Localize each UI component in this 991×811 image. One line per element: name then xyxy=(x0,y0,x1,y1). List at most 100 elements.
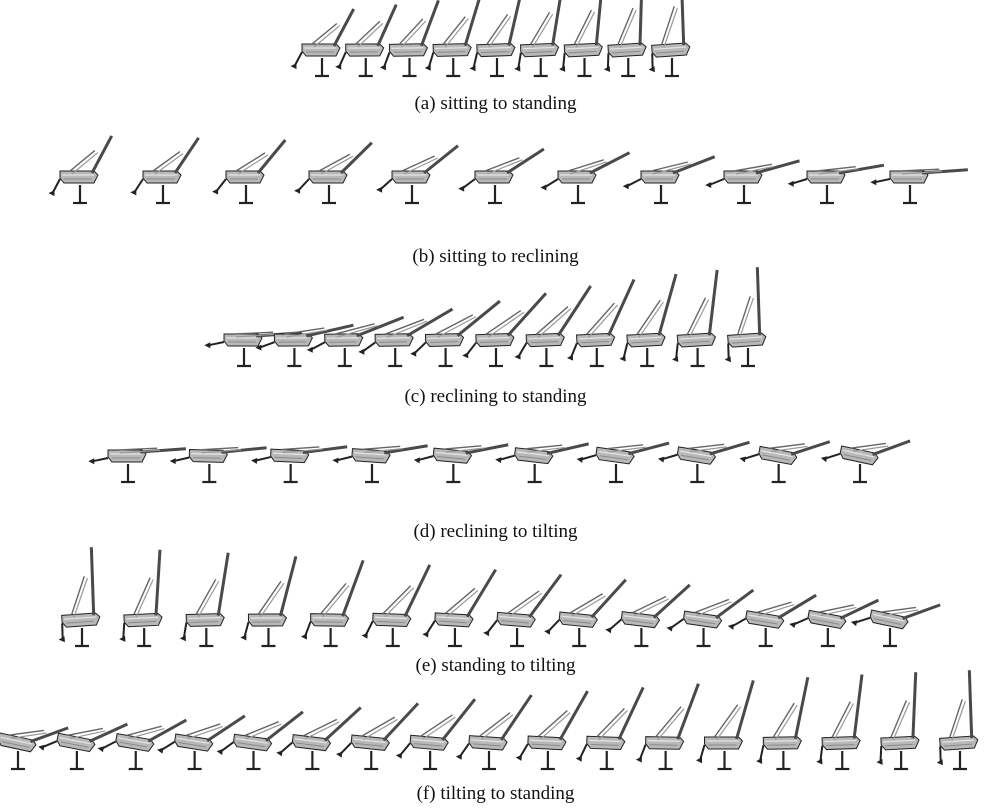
chair-seat-highlight xyxy=(685,614,718,621)
chair-seat-shade xyxy=(296,742,325,747)
chair-seat-group xyxy=(332,444,428,464)
chair-seat-highlight xyxy=(499,615,532,620)
chair-seat-highlight xyxy=(188,616,221,620)
chair-leg-rest xyxy=(651,53,654,70)
chair-strip-c xyxy=(204,267,767,368)
chair-leg-rest xyxy=(743,453,759,460)
chair-arm-link xyxy=(401,155,435,172)
chair-leg-rest xyxy=(472,52,479,69)
chair-seat-highlight xyxy=(471,739,504,743)
chair-frame xyxy=(540,151,631,205)
chair-frame xyxy=(672,269,719,368)
chair-foot-plate xyxy=(332,457,339,464)
chair-foot-plate xyxy=(361,632,368,639)
chair-arm-link-inner xyxy=(357,22,384,48)
chair-backrest xyxy=(376,4,398,47)
caption-a: (a) sitting to standing xyxy=(414,93,577,114)
chair-seat-group xyxy=(622,155,716,190)
chair-arm-link-inner xyxy=(882,609,919,616)
chair-frame xyxy=(876,672,920,771)
chair-arm-link xyxy=(818,604,854,613)
chair-frame xyxy=(514,0,564,78)
chair-seat xyxy=(123,612,163,628)
chair-arm-link xyxy=(152,151,181,172)
chair-arm-link-inner xyxy=(322,585,350,618)
chair-backrest xyxy=(652,583,691,619)
chair-arm-link-inner xyxy=(313,25,341,48)
chair-foot-plate xyxy=(97,746,105,753)
chair-frame xyxy=(58,547,101,648)
row-a xyxy=(0,0,991,95)
chair-foot-plate xyxy=(376,186,383,193)
chair-backrest xyxy=(793,676,810,740)
chair-seat-highlight xyxy=(435,46,468,50)
chair-backrest xyxy=(735,679,755,740)
chair-seat-shade xyxy=(274,456,303,460)
chair-arm-link-inner xyxy=(386,320,428,338)
chair-leg-rest xyxy=(543,178,559,189)
chair-backrest xyxy=(382,702,420,742)
chair-frame xyxy=(335,4,398,78)
chair-seat-shade xyxy=(531,743,560,747)
chair-arm-link-inner xyxy=(716,706,742,741)
chair-foot-plate xyxy=(458,185,465,192)
chair-arm-link xyxy=(617,7,634,45)
chair-foot-plate xyxy=(169,458,176,465)
chair-frame xyxy=(483,573,563,648)
chair-backrest xyxy=(679,0,686,46)
chair-seat-group xyxy=(870,168,969,186)
chair-arm-link-inner xyxy=(735,165,776,175)
chair-arm-link-inner xyxy=(135,579,154,618)
chair-strip-b xyxy=(48,135,969,205)
chair-seat-group xyxy=(276,706,362,757)
chair-backrest xyxy=(420,0,440,47)
chair-arm-link-inner xyxy=(363,718,398,740)
chair-seat xyxy=(188,449,228,463)
chair-arm-link-inner xyxy=(539,712,571,741)
chair-seat-group xyxy=(336,702,420,758)
caption-d: (d) reclining to tilting xyxy=(413,521,578,542)
chair-seat-shade xyxy=(190,621,219,623)
chair-frame xyxy=(789,598,880,648)
chair-seat-shade xyxy=(612,50,641,54)
chair-arm-link-inner xyxy=(364,447,404,454)
chair-backrest xyxy=(88,722,129,743)
chair-seat-highlight xyxy=(679,450,712,457)
chair-foot-plate xyxy=(566,354,574,361)
chair-seat-group xyxy=(290,8,356,70)
caption-e: (e) standing to tilting xyxy=(415,655,576,676)
chair-frame xyxy=(395,698,477,771)
chair-seat-group xyxy=(424,0,482,71)
chair-seat-group xyxy=(559,0,604,72)
chair-arm-link xyxy=(398,18,424,45)
chair-arm-link xyxy=(606,444,644,450)
chair-seat-group xyxy=(361,564,432,639)
chair-seat-group xyxy=(666,588,755,632)
chair-arm-link-inner xyxy=(154,153,184,175)
chair-arm-link xyxy=(320,582,347,615)
chair-arm-link xyxy=(890,700,908,738)
chair-seat-shade xyxy=(437,456,466,460)
chair-frame xyxy=(97,718,188,771)
chair-backrest xyxy=(507,0,523,46)
chair-arm-link xyxy=(694,598,730,614)
chair-seat-group xyxy=(422,568,497,638)
chair-seat-group xyxy=(756,676,810,764)
chair-backrest xyxy=(30,726,69,743)
chair-frame xyxy=(424,0,482,78)
chair-seat-shade xyxy=(480,341,509,344)
chair-arm-link-inner xyxy=(774,704,798,741)
chair-leg-rest xyxy=(824,452,841,460)
chair-seat-highlight xyxy=(842,449,875,458)
chair-arm-link xyxy=(284,327,325,335)
chair-arm-link xyxy=(713,704,739,738)
chair-arm-link xyxy=(529,11,551,45)
chair-leg-rest xyxy=(208,341,225,347)
chair-arm-link xyxy=(485,309,522,335)
chair-foot-plate xyxy=(666,625,673,632)
chair-leg-rest xyxy=(182,622,188,639)
row-b xyxy=(0,135,991,220)
chair-arm-link xyxy=(573,9,593,45)
chair-backrest xyxy=(546,442,589,455)
chair-arm-link-inner xyxy=(128,728,165,740)
